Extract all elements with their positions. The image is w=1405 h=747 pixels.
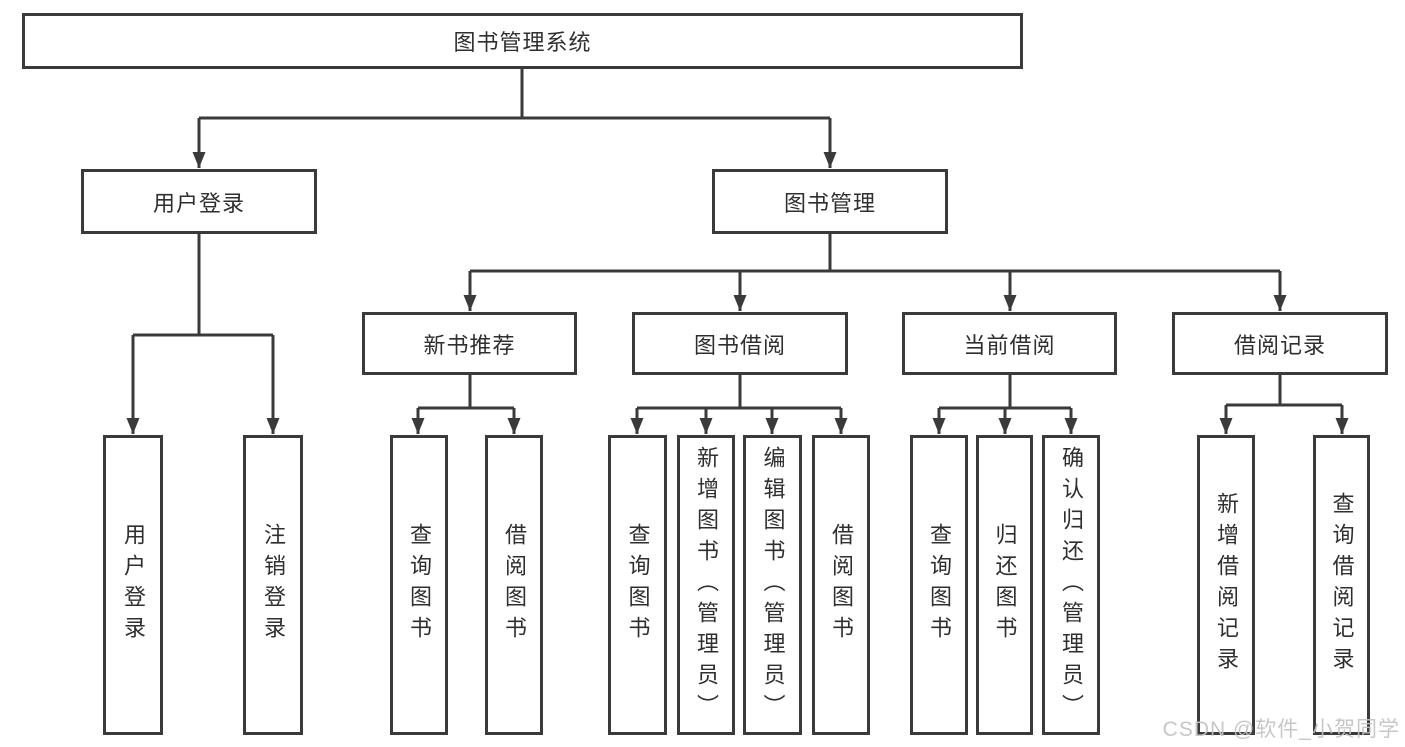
leaf-nb-borrow-books: 借阅图书	[485, 435, 543, 735]
node-label: 新书推荐	[423, 332, 516, 358]
leaf-bb-edit-book-admin: 编辑图书（管理员）	[743, 435, 802, 735]
leaf-bb-borrow-books: 借阅图书	[812, 435, 870, 735]
leaf-bb-query-books: 查询图书	[608, 435, 667, 735]
node-label: 查询图书	[407, 523, 432, 647]
node-label: 图书管理系统	[453, 30, 592, 55]
node-label: 归还图书	[992, 523, 1018, 647]
leaf-cb-query-books: 查询图书	[910, 435, 968, 735]
node-label: 当前借阅	[963, 332, 1056, 358]
node-borrowing-records: 借阅记录	[1172, 312, 1388, 375]
leaf-nb-query-books: 查询图书	[390, 435, 448, 735]
leaf-br-query-record: 查询借阅记录	[1313, 435, 1370, 735]
node-label: 图书借阅	[693, 332, 786, 358]
node-label: 用户登录	[152, 190, 245, 216]
node-book-management: 图书管理	[712, 169, 948, 234]
watermark: CSDN @软件_小贺同学	[1162, 718, 1400, 741]
node-label: 借阅记录	[1233, 332, 1326, 358]
node-book-borrowing: 图书借阅	[632, 312, 848, 375]
node-label: 借阅图书	[502, 523, 527, 647]
leaf-br-add-record: 新增借阅记录	[1197, 435, 1255, 735]
node-label: 查询图书	[927, 523, 952, 647]
node-root: 图书管理系统	[22, 13, 1023, 69]
node-user-login: 用户登录	[81, 169, 317, 234]
node-label: 注销登录	[261, 523, 286, 647]
node-label: 查询图书	[625, 523, 651, 647]
leaf-cb-confirm-return-admin: 确认归还（管理员）	[1042, 435, 1100, 735]
node-label: 编辑图书（管理员）	[760, 445, 786, 725]
leaf-logout: 注销登录	[243, 435, 303, 735]
node-label: 新增图书（管理员）	[694, 445, 719, 725]
node-current-borrowing: 当前借阅	[902, 312, 1117, 375]
leaf-user-login: 用户登录	[103, 435, 163, 735]
node-label: 确认归还（管理员）	[1059, 445, 1084, 725]
node-new-book-recommend: 新书推荐	[362, 312, 577, 375]
leaf-cb-return-books: 归还图书	[976, 435, 1033, 735]
node-label: 用户登录	[121, 523, 146, 647]
node-label: 借阅图书	[829, 523, 854, 647]
node-label: 图书管理	[783, 190, 876, 216]
node-label: 查询借阅记录	[1329, 492, 1355, 678]
node-label: 新增借阅记录	[1214, 492, 1239, 678]
leaf-bb-add-book-admin: 新增图书（管理员）	[677, 435, 735, 735]
